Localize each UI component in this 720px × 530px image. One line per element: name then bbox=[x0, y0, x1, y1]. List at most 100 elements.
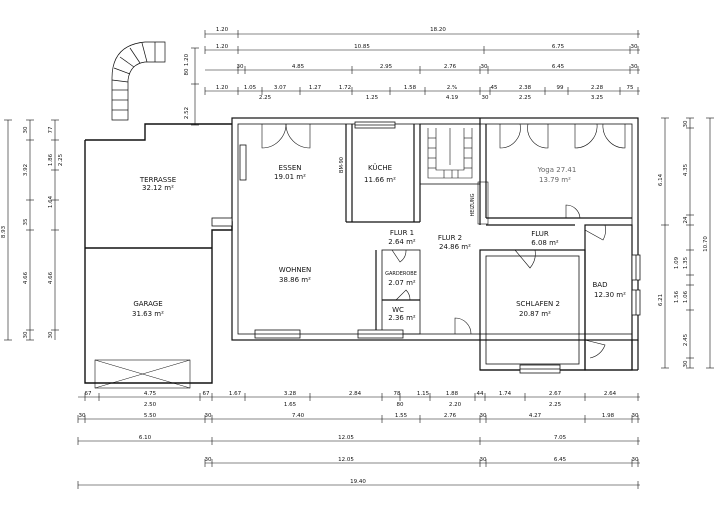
room-garage-name: GARAGE bbox=[133, 300, 162, 308]
dim-top4-c: 3.07 bbox=[274, 85, 287, 91]
room-bad-area: 12.30 m² bbox=[594, 291, 626, 299]
dim-right-i: 2.45 bbox=[683, 333, 689, 346]
dim-top4-b: 1.05 bbox=[244, 85, 257, 91]
dim-left-g: 30 bbox=[48, 331, 54, 338]
dim-bot3-b: 12.05 bbox=[338, 435, 354, 441]
room-flur-area: 6.08 m² bbox=[531, 239, 559, 247]
dim-right-g: 1.06 bbox=[683, 290, 689, 303]
dim-top4-a: 1.20 bbox=[216, 85, 229, 91]
dim-bot4-c: 30 bbox=[480, 457, 487, 463]
dim-bot1sub-e: 2.25 bbox=[549, 402, 562, 408]
dim-bot1-g: 78 bbox=[394, 391, 401, 397]
dim-bot2-b: 5.50 bbox=[144, 413, 157, 419]
dim-left-c: 1.86 bbox=[48, 153, 54, 166]
dim-top4-h: 45 bbox=[491, 85, 498, 91]
room-bad-name: BAD bbox=[593, 281, 608, 289]
room-yoga-area: 13.79 m² bbox=[539, 176, 571, 184]
dim-top3-a: 30 bbox=[237, 64, 244, 70]
room-essen-area: 19.01 m² bbox=[274, 173, 306, 181]
dim-top1-a: 1.20 bbox=[216, 27, 229, 33]
room-kueche-area: 11.66 m² bbox=[364, 176, 396, 184]
dim-bot1sub-d: 2.20 bbox=[449, 402, 462, 408]
room-garage-area: 31.63 m² bbox=[132, 310, 164, 318]
heizung-box bbox=[477, 181, 489, 225]
dim-top4-l: 75 bbox=[627, 85, 634, 91]
room-wohnen-area: 38.86 m² bbox=[279, 276, 311, 284]
room-flur1-area: 2.64 m² bbox=[388, 238, 416, 246]
dim-bot1-d: 1.67 bbox=[229, 391, 242, 397]
dim-bot3-c: 7.05 bbox=[554, 435, 567, 441]
dim-top4sub-c: 4.19 bbox=[446, 95, 459, 101]
room-labels: ESSEN 19.01 m² KÜCHE 11.66 m² TERRASSE 3… bbox=[132, 157, 626, 322]
dim-bot1sub-a: 2.50 bbox=[144, 402, 157, 408]
dimension-texts-right: 6.14 6.21 30 4.35 24 1.09 1.35 1.56 1.06… bbox=[658, 120, 709, 367]
dim-bot2-c: 30 bbox=[205, 413, 212, 419]
dim-bot4-e: 30 bbox=[632, 457, 639, 463]
room-yoga-name: Yoga 27.41 bbox=[537, 166, 577, 174]
dimension-lines-left bbox=[4, 119, 59, 341]
dim-bot5-a: 19.40 bbox=[350, 479, 366, 485]
doors bbox=[261, 123, 626, 359]
room-terrasse-area: 32.12 m² bbox=[142, 184, 174, 192]
dim-bot1-l: 2.67 bbox=[549, 391, 562, 397]
dim-top4-k: 2.28 bbox=[591, 85, 604, 91]
dim-top3-e: 30 bbox=[481, 64, 488, 70]
room-flur2-area: 24.86 m² bbox=[439, 243, 471, 251]
room-kueche-name: KÜCHE bbox=[368, 163, 392, 172]
room-wohnen-name: WOHNEN bbox=[279, 266, 312, 274]
dim-right-j: 30 bbox=[683, 360, 689, 367]
dim-bot2-d: 7.40 bbox=[292, 413, 305, 419]
dim-top4sub-f: 3.25 bbox=[591, 95, 604, 101]
dim-right-h: 6.21 bbox=[658, 294, 664, 306]
dim-misc-a: 80 bbox=[184, 68, 190, 75]
dim-bot2-f: 2.76 bbox=[444, 413, 457, 419]
dim-right-f: 1.56 bbox=[674, 290, 680, 303]
dim-bot1-f: 2.84 bbox=[349, 391, 362, 397]
dim-right-l: 10.70 bbox=[703, 236, 709, 252]
dim-top4sub-e: 2.25 bbox=[519, 95, 532, 101]
dim-top4-f: 1.58 bbox=[404, 85, 417, 91]
dim-top3-end: 30 bbox=[631, 64, 638, 70]
dim-bot2-e: 1.55 bbox=[395, 413, 408, 419]
dim-bot1-b: 4.75 bbox=[144, 391, 157, 397]
dim-right-c: 24 bbox=[683, 216, 689, 223]
dim-bot2-g: 30 bbox=[480, 413, 487, 419]
dim-top4-g: 2.% bbox=[447, 85, 457, 91]
dim-left-h: 3.92 bbox=[23, 164, 29, 176]
dim-left-j: 30 bbox=[23, 331, 29, 338]
dim-misc-c: 2.52 bbox=[184, 107, 190, 119]
dim-bot1-m: 2.64 bbox=[604, 391, 617, 397]
dim-left-l: 8.93 bbox=[1, 225, 7, 238]
dim-bot1-c: 67 bbox=[203, 391, 210, 397]
dim-bot1sub-c: 80 bbox=[397, 402, 404, 408]
dim-bot1-j: 44 bbox=[477, 391, 484, 397]
dim-bot2-i: 1.98 bbox=[602, 413, 615, 419]
room-heizung-name: HEIZUNG bbox=[470, 193, 476, 216]
dim-top4sub-b: 1.25 bbox=[366, 95, 379, 101]
dim-left-i: 4.66 bbox=[23, 271, 29, 284]
dimension-texts-bottom: 67 4.75 67 1.67 3.28 2.84 78 1.15 1.88 4… bbox=[79, 391, 639, 485]
dim-misc-b: 1.20 bbox=[184, 53, 190, 66]
inner-staircase bbox=[427, 128, 473, 179]
room-schlafen2-area: 20.87 m² bbox=[519, 310, 551, 318]
dim-bot2-h: 4.27 bbox=[529, 413, 542, 419]
dim-bot4-b: 12.05 bbox=[338, 457, 354, 463]
dim-top4-d: 1.27 bbox=[309, 85, 322, 91]
dim-bot1-e: 3.28 bbox=[284, 391, 297, 397]
dim-top2-b: 10.85 bbox=[354, 44, 370, 50]
dim-bot1-h: 1.15 bbox=[417, 391, 430, 397]
dim-right-e: 1.35 bbox=[683, 256, 689, 269]
dim-top3-f: 6.45 bbox=[552, 64, 565, 70]
room-wm-name: BM-90 bbox=[339, 157, 345, 173]
dim-top1-total: 18.20 bbox=[430, 27, 446, 33]
room-flur2-name: FLUR 2 bbox=[438, 234, 462, 242]
dim-bot1-a: 67 bbox=[85, 391, 92, 397]
room-essen-name: ESSEN bbox=[279, 164, 302, 172]
dimension-texts-left: 8.93 30 3.92 35 4.66 30 77 1.86 1.64 4.6… bbox=[1, 126, 64, 338]
room-terrasse-name: TERRASSE bbox=[139, 176, 176, 184]
room-schlafen2-name: SCHLAFEN 2 bbox=[516, 300, 560, 308]
dim-top2-end: 30 bbox=[631, 44, 638, 50]
dim-top3-b: 4.85 bbox=[292, 64, 305, 70]
dim-right-b: 4.35 bbox=[683, 163, 689, 176]
